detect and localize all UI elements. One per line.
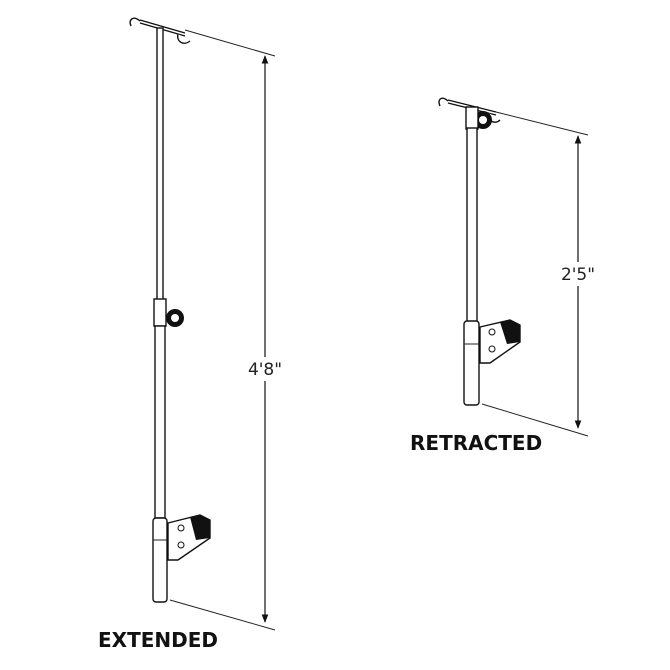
extended-top-extension-line <box>184 29 276 57</box>
extended-bottom-extension-line <box>169 599 276 631</box>
retracted-clamp-icon <box>479 319 521 364</box>
retracted-top-extension-line <box>495 111 589 136</box>
retracted-base-tube <box>463 320 480 406</box>
extended-caption: EXTENDED <box>98 628 218 652</box>
retracted-pole: 2'5" <box>438 97 596 437</box>
retracted-height-label: 2'5" <box>561 265 595 285</box>
extended-clamp-icon <box>167 514 211 561</box>
retracted-bottom-extension-line <box>481 403 589 437</box>
extended-lower-tube <box>154 325 166 519</box>
extended-pole: 4'8" <box>129 17 282 631</box>
extended-upper-tube <box>156 27 164 301</box>
extended-knob-icon <box>166 309 184 327</box>
retracted-tube <box>466 127 478 323</box>
extended-base-tube <box>152 517 168 603</box>
extended-hook-bar <box>129 17 191 44</box>
retracted-caption: RETRACTED <box>410 431 542 455</box>
extended-height-label: 4'8" <box>248 360 282 380</box>
retracted-collar <box>465 106 479 130</box>
extended-collar <box>153 298 167 327</box>
